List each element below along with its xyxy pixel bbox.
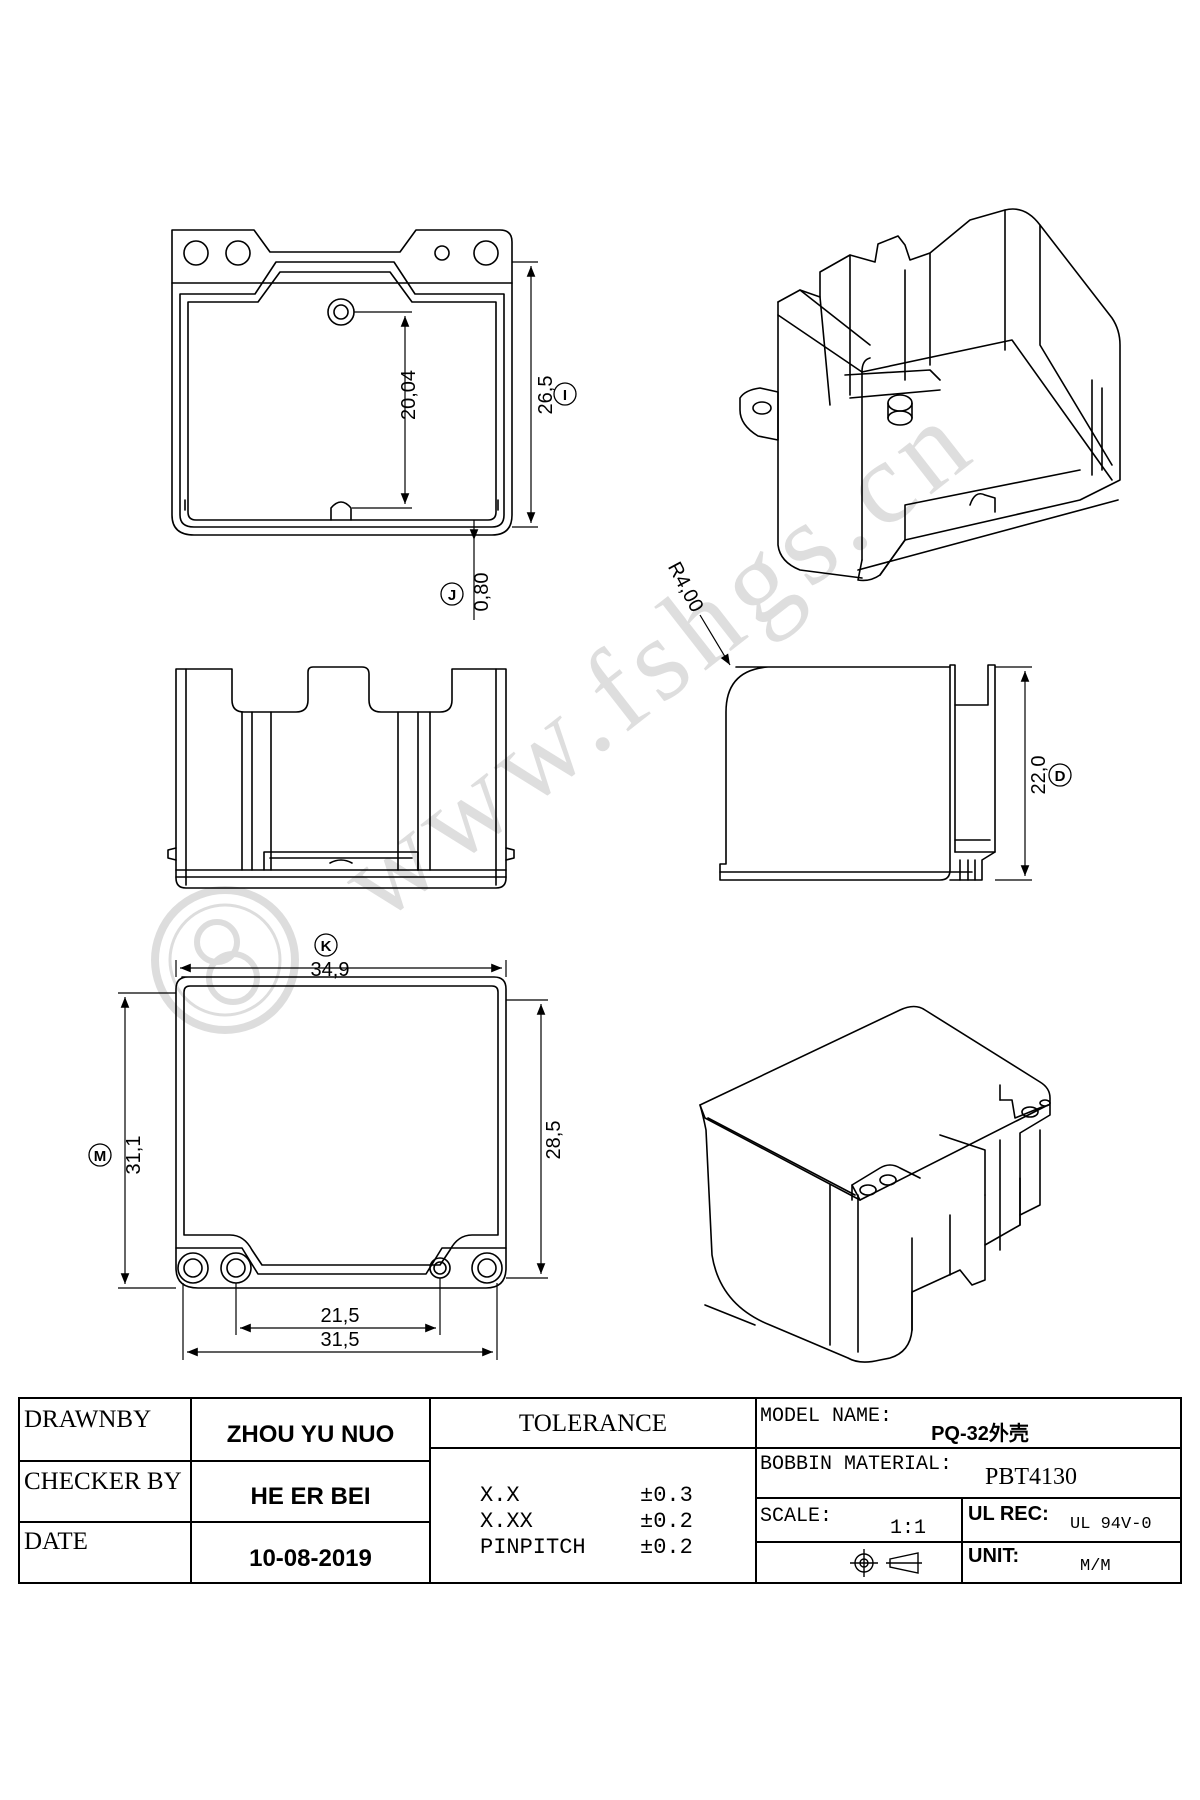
- drawn-by-value: ZHOU YU NUO: [226, 1421, 395, 1448]
- iso-view-open: [739, 208, 1121, 582]
- tolerance-value-0: ±0.3: [640, 1483, 693, 1508]
- dim-31-5: 31,5: [321, 1329, 360, 1351]
- mount-hole-right: [473, 240, 499, 266]
- bottom-view: [175, 976, 507, 1289]
- pin-hole-2: [220, 1252, 252, 1284]
- pin-hole-4: [471, 1252, 503, 1284]
- unit-value: M/M: [1080, 1557, 1111, 1576]
- ref-marker-d: D: [1048, 763, 1072, 787]
- ref-marker-j: J: [440, 582, 464, 606]
- dim-28-5: 28,5: [543, 1121, 565, 1160]
- front-view: [167, 666, 515, 889]
- boss-circle: [327, 298, 355, 326]
- unit-label: UNIT:: [968, 1545, 1020, 1567]
- date-value: 10-08-2019: [249, 1545, 372, 1572]
- dim-34-9: 34,9: [311, 959, 350, 981]
- dim-21-5: 21,5: [321, 1305, 360, 1327]
- tolerance-name-2: PINPITCH: [480, 1535, 586, 1560]
- ref-marker-i: I: [553, 382, 577, 406]
- iso-view-closed: [699, 1005, 1051, 1363]
- mount-hole-left2: [225, 240, 251, 266]
- watermark-logo: [151, 886, 299, 1034]
- mount-hole-left: [183, 240, 209, 266]
- tolerance-title: TOLERANCE: [518, 1410, 668, 1437]
- pin-hole-3: [429, 1257, 451, 1279]
- material-label: BOBBIN MATERIAL:: [760, 1453, 953, 1476]
- side-view: [719, 664, 996, 881]
- model-value: PQ-32外壳: [931, 1423, 1029, 1445]
- checker-label: CHECKER BY: [24, 1468, 182, 1495]
- svg-text:M: M: [94, 1148, 107, 1165]
- tolerance-value-1: ±0.2: [640, 1509, 693, 1534]
- top-view: [171, 229, 513, 536]
- dim-20-04: 20,04: [398, 370, 420, 420]
- tolerance-value-2: ±0.2: [640, 1535, 693, 1560]
- ref-marker-k: K: [314, 933, 338, 957]
- ul-value: UL 94V-0: [1070, 1515, 1152, 1534]
- model-label: MODEL NAME:: [760, 1405, 893, 1428]
- dim-31-1: 31,1: [123, 1136, 145, 1175]
- ul-label: UL REC:: [968, 1503, 1049, 1525]
- watermark: www.fshgs.cn: [151, 372, 998, 1034]
- scale-value: 1:1: [890, 1517, 927, 1540]
- title-block: DRAWNBY ZHOU YU NUO CHECKER BY HE ER BEI…: [18, 1397, 1182, 1584]
- checker-value: HE ER BEI: [250, 1483, 371, 1510]
- dim-22-0: 22,0: [1028, 756, 1050, 795]
- material-value: PBT4130: [985, 1464, 1078, 1490]
- svg-text:K: K: [321, 938, 332, 955]
- date-label: DATE: [24, 1528, 88, 1555]
- projection-symbol-icon: [850, 1549, 922, 1577]
- scale-label: SCALE:: [760, 1505, 833, 1528]
- dim-26-5: 26,5: [535, 376, 557, 415]
- dim-0-80: 0,80: [471, 573, 493, 612]
- svg-text:D: D: [1055, 768, 1066, 785]
- tolerance-name-0: X.X: [480, 1483, 520, 1508]
- mount-hole-right-small: [434, 245, 450, 261]
- svg-text:J: J: [448, 587, 456, 604]
- drawn-by-label: DRAWNBY: [24, 1406, 152, 1433]
- svg-text:I: I: [563, 387, 567, 404]
- ref-marker-m: M: [88, 1143, 112, 1167]
- pin-hole-1: [177, 1252, 209, 1284]
- tolerance-name-1: X.XX: [480, 1509, 533, 1534]
